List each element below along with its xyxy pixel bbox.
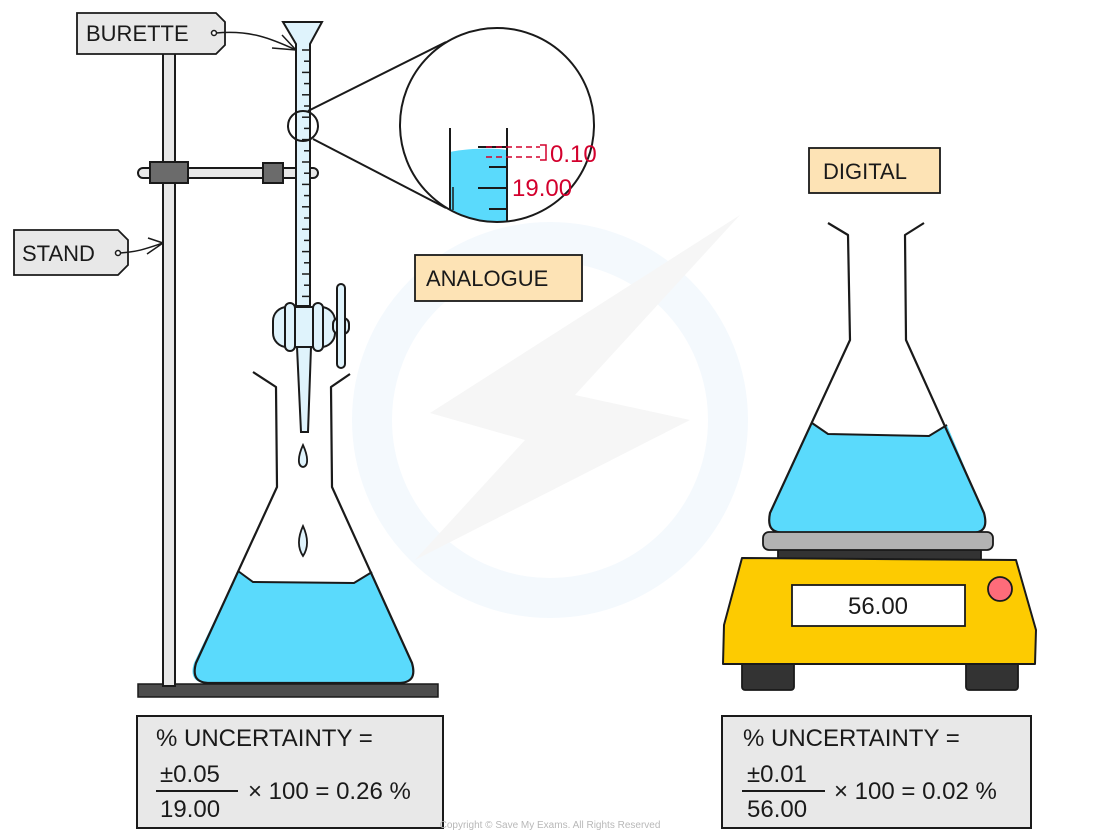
uncertainty-result: × 100 = 0.26 %: [248, 778, 411, 805]
analogue-label-box: ANALOGUE: [414, 254, 583, 302]
boss-head: [149, 161, 189, 184]
uncertainty-title: % UNCERTAINTY =: [156, 725, 373, 752]
copyright-notice: Copyright © Save My Exams. All Rights Re…: [440, 820, 661, 831]
stand-label: STAND: [22, 241, 95, 266]
balance-reading: 56.00: [848, 593, 908, 620]
stopcock-ring-right: [312, 302, 324, 352]
balance-pan[interactable]: [762, 531, 994, 551]
watermark-logo: [352, 215, 748, 618]
drop-icon: [297, 523, 309, 558]
stand-base: [137, 683, 439, 698]
uncertainty-result: × 100 = 0.02 %: [834, 778, 997, 805]
drop-icon: [297, 442, 309, 468]
stopcock-handle[interactable]: [336, 283, 346, 369]
digital-label: DIGITAL: [823, 159, 907, 184]
interval-value: 0.10: [550, 141, 597, 168]
flask-liquid: [769, 423, 986, 533]
burette-tip: [295, 346, 313, 433]
tare-button[interactable]: [987, 576, 1013, 602]
conical-flask-digital: [768, 222, 987, 535]
retort-stand: [137, 51, 439, 698]
analogue-uncertainty-box: % UNCERTAINTY = ±0.05 19.00 × 100 = 0.26…: [136, 715, 444, 829]
magnifier-small-circle: [287, 110, 319, 142]
uncertainty-title: % UNCERTAINTY =: [743, 725, 960, 752]
burette-pointer-arrow: [215, 31, 297, 51]
digital-uncertainty-box: % UNCERTAINTY = ±0.01 56.00 × 100 = 0.02…: [721, 715, 1032, 829]
stand-pointer-arrow: [119, 237, 164, 255]
uncertainty-numerator: ±0.05: [160, 761, 220, 788]
burette: [272, 21, 350, 433]
analogue-label: ANALOGUE: [426, 266, 548, 291]
digital-label-box: DIGITAL: [808, 147, 941, 194]
magnifier-callout: 0.10 19.00: [287, 27, 597, 223]
balance-display: [791, 584, 966, 627]
burette-tag: BURETTE: [76, 12, 297, 55]
digital-balance: 56.00: [722, 531, 1037, 691]
stand-rod: [162, 51, 176, 687]
flask-liquid: [192, 571, 413, 683]
burette-reading: 19.00: [512, 175, 572, 202]
uncertainty-denominator: 56.00: [747, 796, 807, 823]
uncertainty-denominator: 19.00: [160, 796, 220, 823]
burette-label: BURETTE: [86, 21, 189, 46]
clamp-jaw: [262, 162, 284, 184]
burette-graduations: [302, 49, 310, 298]
stopcock-ring-left: [284, 302, 296, 352]
stand-tag: STAND: [13, 229, 164, 276]
conical-flask-analogue: [192, 371, 415, 685]
stopcock-body: [272, 306, 336, 348]
uncertainty-numerator: ±0.01: [747, 761, 807, 788]
interval-bracket: [486, 144, 547, 161]
